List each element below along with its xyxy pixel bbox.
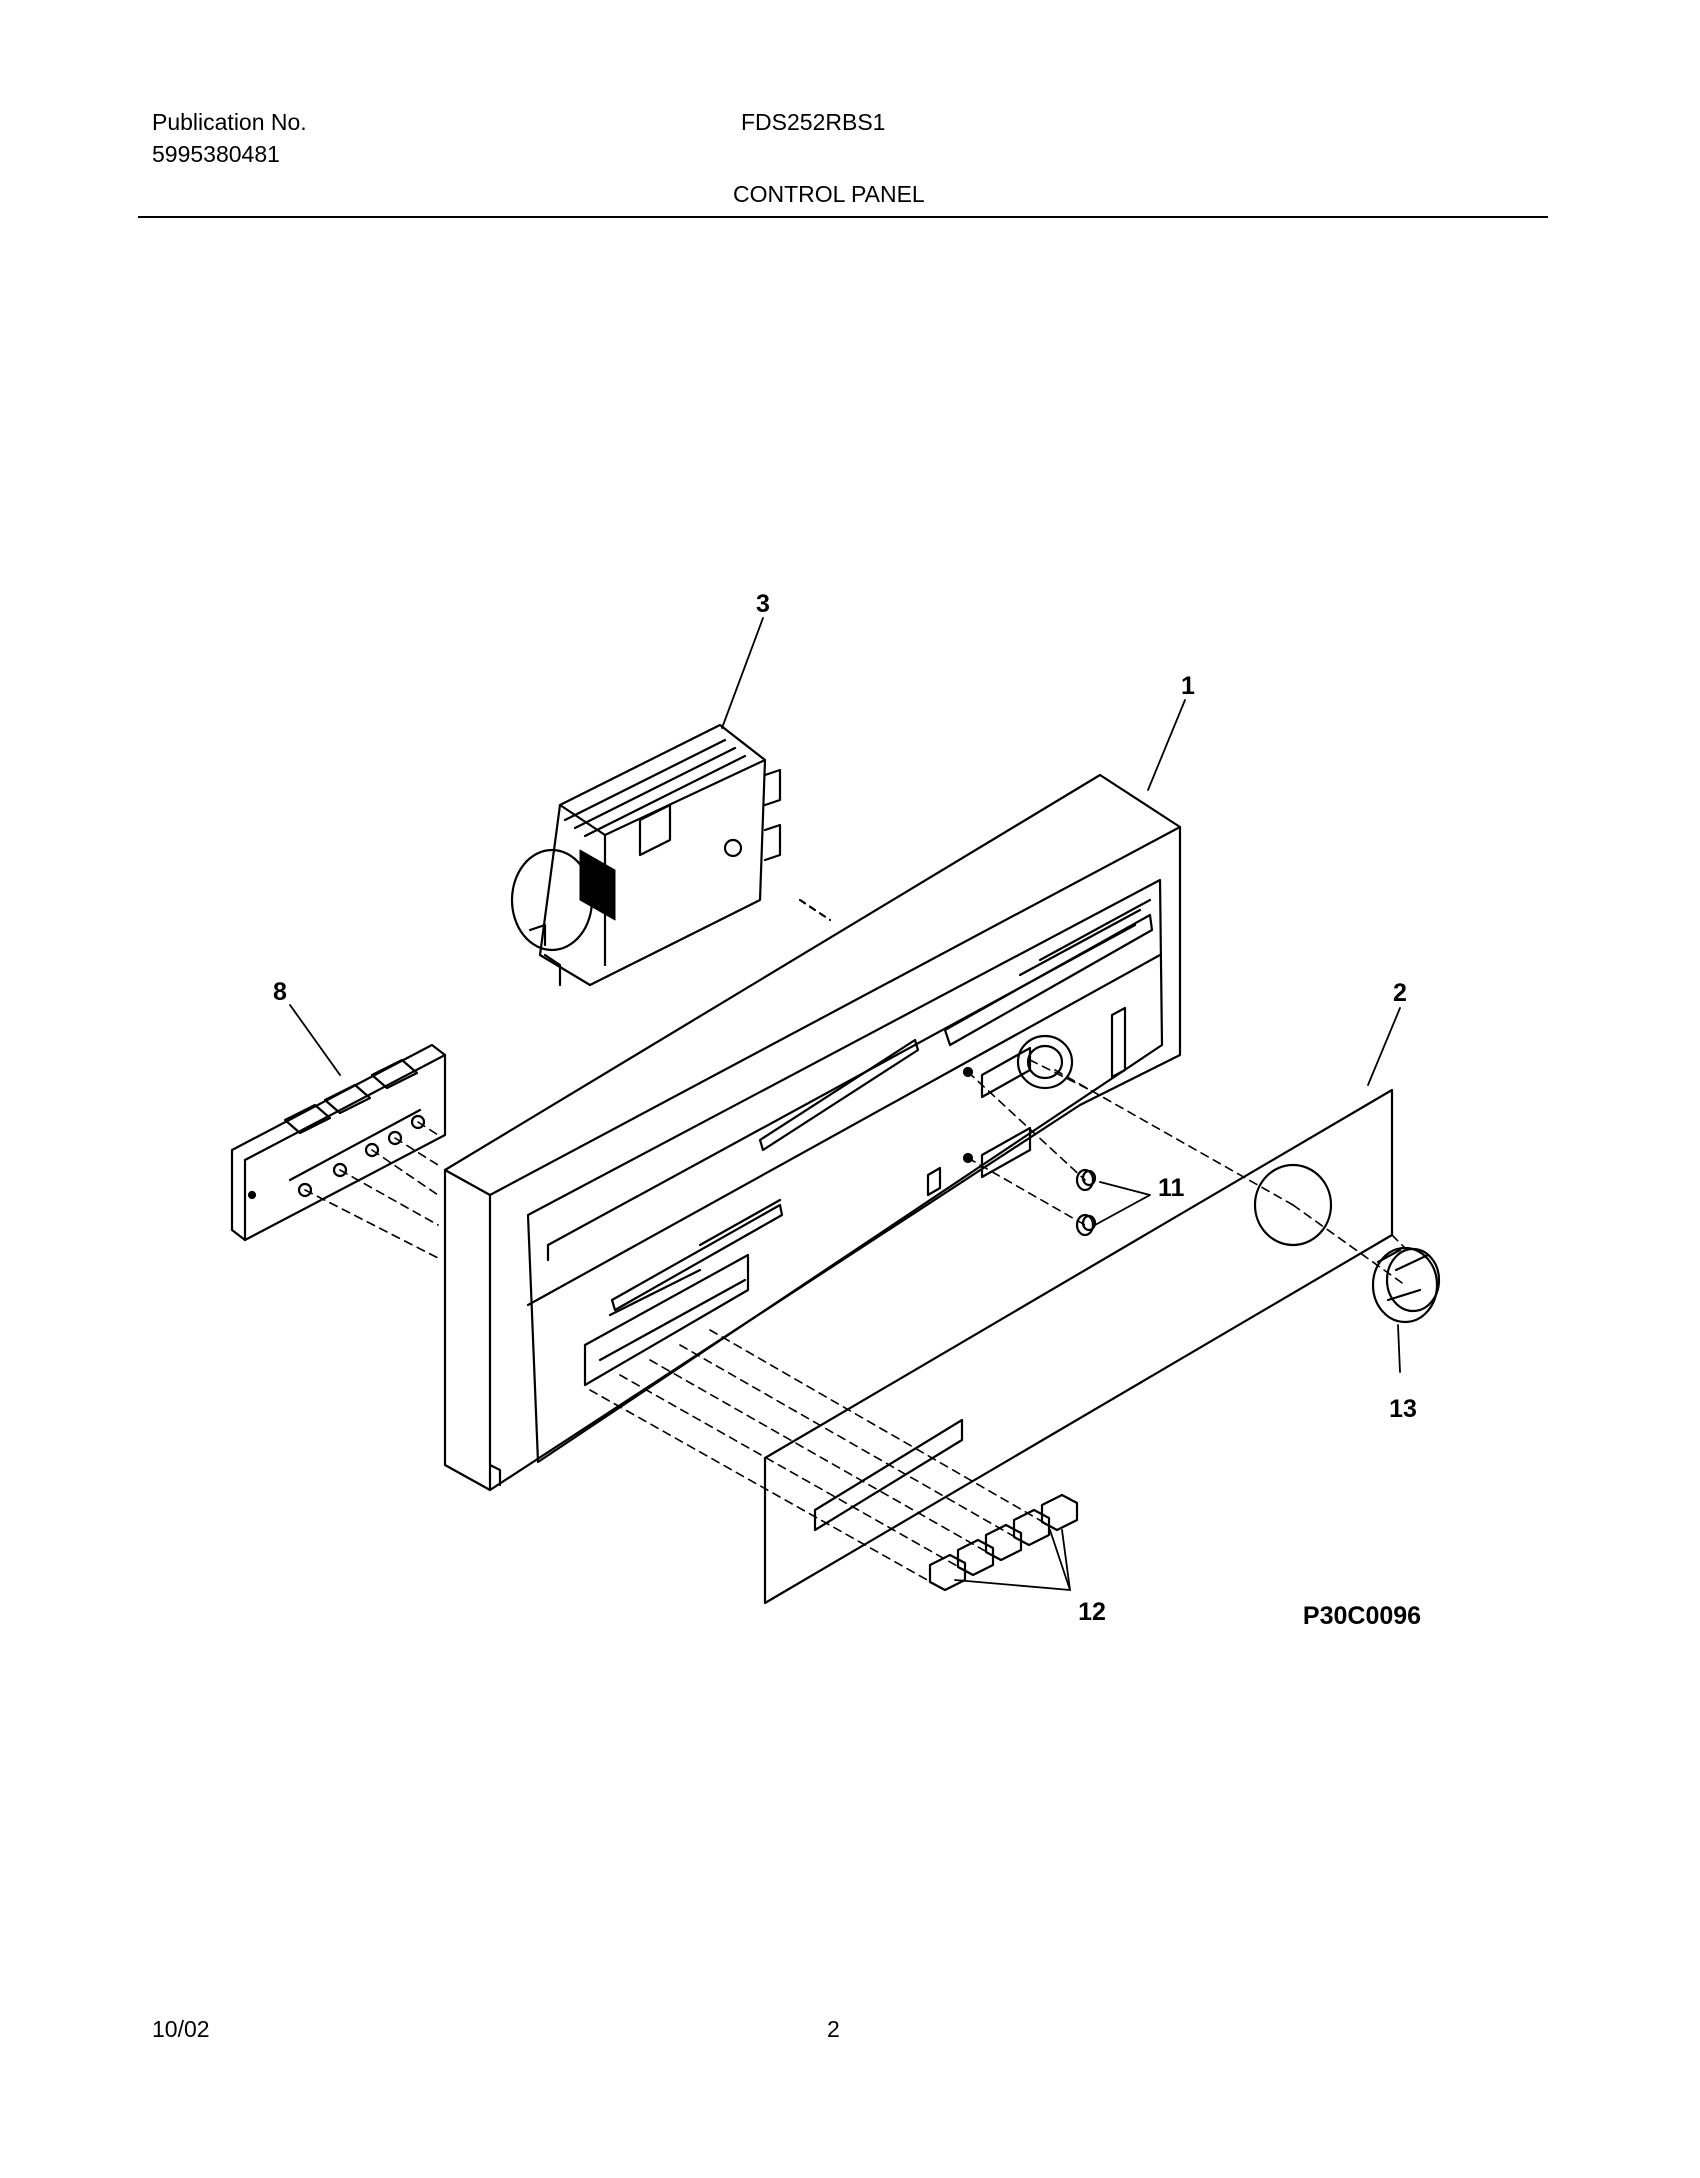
callout-13: 13 bbox=[1389, 1395, 1417, 1423]
publication-label: Publication No. bbox=[152, 109, 307, 135]
footer-date: 10/02 bbox=[152, 2016, 210, 2042]
assembly-lines bbox=[304, 1059, 1406, 1591]
front-overlay-panel bbox=[763, 1088, 1394, 1605]
switch-bracket bbox=[230, 1043, 447, 1242]
figure-reference: P30C0096 bbox=[1303, 1602, 1421, 1630]
callout-3: 3 bbox=[756, 590, 770, 618]
model-number: FDS252RBS1 bbox=[741, 109, 886, 135]
callout-8: 8 bbox=[273, 978, 287, 1006]
timer-module bbox=[510, 723, 832, 987]
header-rule bbox=[138, 216, 1548, 218]
callout-1: 1 bbox=[1181, 672, 1195, 700]
indicator-lights bbox=[1075, 1168, 1097, 1237]
callout-12: 12 bbox=[1078, 1598, 1106, 1626]
selector-knob bbox=[1371, 1246, 1441, 1324]
control-panel-console bbox=[443, 773, 1182, 1492]
section-title: CONTROL PANEL bbox=[733, 181, 925, 207]
leader-lines bbox=[289, 617, 1401, 1591]
callout-2: 2 bbox=[1393, 979, 1407, 1007]
publication-number: 5995380481 bbox=[152, 141, 280, 167]
page-number: 2 bbox=[827, 2016, 840, 2042]
callout-11: 11 bbox=[1158, 1174, 1185, 1202]
